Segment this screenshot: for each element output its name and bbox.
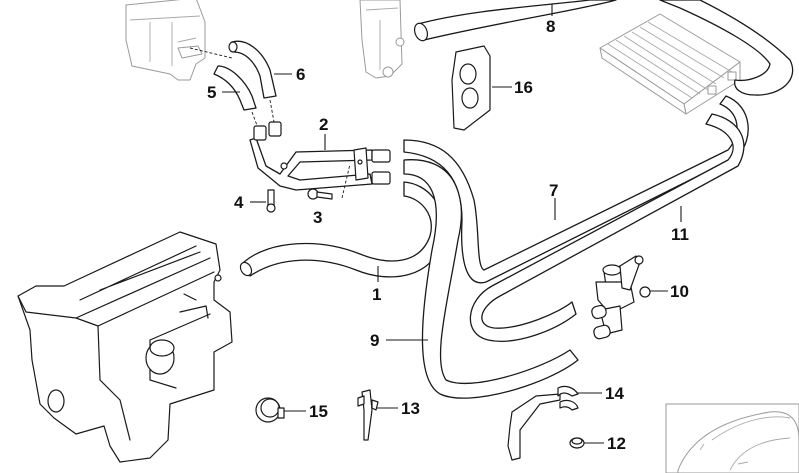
callout-label-6: 6 [296,65,305,84]
callout-label-7: 7 [549,181,558,200]
callout-15: 15 [284,402,328,421]
callout-1: 1 [372,266,381,304]
callout-16: 16 [492,78,533,97]
hose-1 [239,181,444,278]
hose-5 [213,65,257,111]
bolt-3 [307,188,333,200]
heater-core [599,13,741,115]
bolt-4 [266,189,276,213]
callout-4: 4 [234,193,266,212]
callout-label-15: 15 [309,402,328,421]
callout-2: 2 [319,115,328,150]
hose-clamp-12 [569,437,585,449]
callout-label-1: 1 [372,285,381,304]
hose-8 [413,0,794,96]
callout-label-5: 5 [207,83,216,102]
engine-block [17,231,233,463]
callout-label-14: 14 [605,384,624,403]
expansion-tank [359,0,405,79]
hose-6 [228,40,277,99]
callout-6: 6 [274,65,305,84]
clip-13 [357,389,379,441]
reservoir-tank [125,0,206,81]
vehicle-locator-inset [665,403,799,473]
water-valve-10 [591,255,651,340]
callout-5: 5 [207,83,240,102]
callout-label-13: 13 [401,399,420,418]
callout-12: 12 [584,434,626,453]
callout-label-11: 11 [671,225,689,244]
callout-label-16: 16 [514,78,533,97]
callout-8: 8 [546,4,555,36]
callout-label-8: 8 [546,17,555,36]
callout-label-2: 2 [319,115,328,134]
pipe-assembly-2 [249,121,391,191]
callout-label-3: 3 [313,208,322,227]
callout-14: 14 [578,384,624,403]
callout-label-10: 10 [670,282,689,301]
callout-label-4: 4 [234,193,244,212]
hose-clamp-15 [255,397,285,423]
grommet-16 [451,45,491,131]
callout-13: 13 [376,399,420,418]
callout-11: 11 [671,206,689,244]
callout-label-12: 12 [607,434,626,453]
callout-label-9: 9 [370,331,379,350]
hose-7 [403,95,749,284]
callout-9: 9 [370,331,428,350]
callout-7: 7 [549,181,558,220]
hose-11 [469,113,745,342]
hose-bracket-14 [507,385,579,461]
hose-9 [403,159,579,399]
callout-10: 10 [650,282,689,301]
callout-3: 3 [313,208,322,227]
